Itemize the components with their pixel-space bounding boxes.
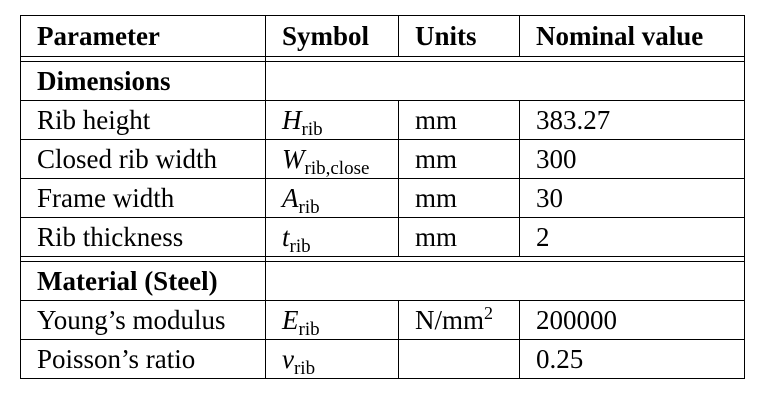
- units-superscript: 2: [484, 302, 494, 323]
- nominal-value-cell: 2: [519, 217, 745, 257]
- section-header-row: Material (Steel): [20, 261, 745, 301]
- section-separator: [20, 256, 745, 262]
- section-header-row: Dimensions: [20, 61, 745, 101]
- header-units: Units: [398, 15, 520, 57]
- units-cell: mm: [398, 139, 520, 179]
- units-text: mm: [415, 143, 458, 174]
- nominal-value-cell: 383.27: [519, 100, 745, 140]
- parameter-cell: Rib thickness: [20, 217, 266, 257]
- header-nominal-value: Nominal value: [519, 15, 745, 57]
- separator-cell: [265, 256, 745, 262]
- nominal-value-cell: 0.25: [519, 339, 745, 379]
- units-cell: mm: [398, 217, 520, 257]
- units-text: mm: [415, 104, 458, 135]
- parameter-table-container: Parameter Symbol Units Nominal value Dim…: [20, 15, 745, 379]
- symbol-cell: Erib: [265, 300, 399, 340]
- separator-cell: [265, 56, 745, 62]
- symbol-base: ν: [282, 343, 294, 374]
- symbol-subscript: rib: [298, 196, 320, 218]
- parameter-cell: Young’s modulus: [20, 300, 266, 340]
- header-symbol: Symbol: [265, 15, 399, 57]
- section-title: Dimensions: [20, 61, 266, 101]
- symbol-base: H: [282, 104, 302, 135]
- symbol-subscript: rib: [293, 357, 316, 379]
- symbol-subscript: rib: [301, 118, 323, 140]
- symbol-cell: νrib: [265, 339, 399, 379]
- section-empty-cell: [265, 61, 745, 101]
- section-separator: [20, 56, 745, 62]
- parameter-cell: Frame width: [20, 178, 266, 218]
- symbol-base: W: [282, 143, 305, 174]
- table-header-row: Parameter Symbol Units Nominal value: [20, 15, 745, 57]
- nominal-value-cell: 200000: [519, 300, 745, 340]
- symbol-subscript: rib: [289, 235, 311, 257]
- parameter-table: Parameter Symbol Units Nominal value Dim…: [20, 15, 745, 379]
- units-text: N/mm: [415, 304, 485, 335]
- symbol-subscript: rib,close: [304, 157, 370, 179]
- header-parameter: Parameter: [20, 15, 266, 57]
- symbol-base: A: [282, 182, 299, 213]
- parameter-cell: Closed rib width: [20, 139, 266, 179]
- units-text: mm: [415, 221, 458, 252]
- symbol-cell: Arib: [265, 178, 399, 218]
- units-cell: mm: [398, 178, 520, 218]
- symbol-subscript: rib: [298, 318, 320, 340]
- parameter-cell: Poisson’s ratio: [20, 339, 266, 379]
- section-empty-cell: [265, 261, 745, 301]
- section-title: Material (Steel): [20, 261, 266, 301]
- symbol-cell: Wrib,close: [265, 139, 399, 179]
- parameter-cell: Rib height: [20, 100, 266, 140]
- symbol-base: t: [282, 221, 290, 252]
- units-cell: [398, 339, 520, 379]
- symbol-base: E: [282, 304, 299, 335]
- units-cell: mm: [398, 100, 520, 140]
- units-text: mm: [415, 182, 458, 213]
- symbol-cell: Hrib: [265, 100, 399, 140]
- symbol-cell: trib: [265, 217, 399, 257]
- nominal-value-cell: 300: [519, 139, 745, 179]
- units-cell: N/mm2: [398, 300, 520, 340]
- nominal-value-cell: 30: [519, 178, 745, 218]
